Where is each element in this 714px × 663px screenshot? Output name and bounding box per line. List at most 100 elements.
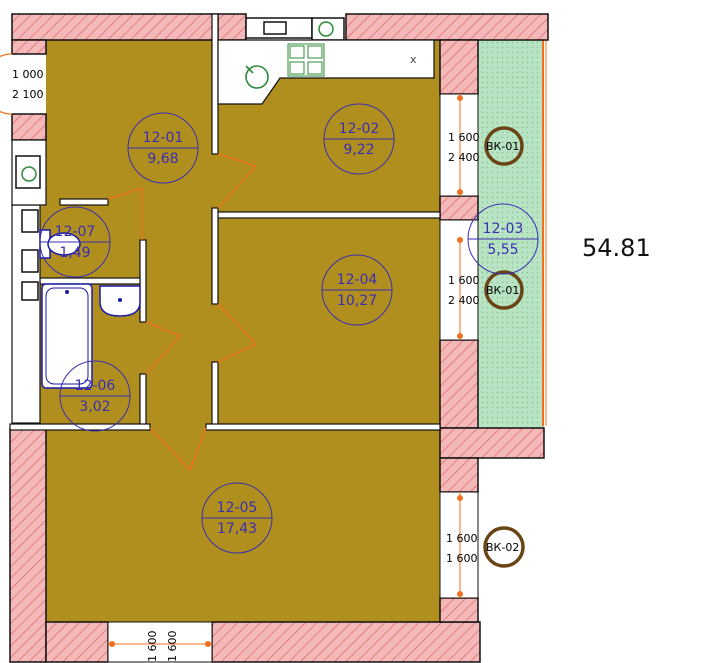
partition-wc-bath (39, 277, 141, 285)
win-top-width: 1 600 (448, 131, 480, 144)
room-code-12-02: 12-02 (339, 121, 380, 137)
partitions (9, 13, 441, 431)
door-swing-bath (145, 321, 182, 375)
room-code-12-05: 12-05 (217, 500, 258, 516)
sink-icon (245, 65, 269, 89)
kitchen-counter (217, 39, 435, 105)
walls (9, 13, 549, 663)
top-shaft-c (311, 17, 345, 41)
room-code-12-03: 12-03 (483, 221, 524, 237)
left-shafts (15, 155, 41, 301)
floor-corridor (146, 215, 218, 428)
partition-main-right (205, 423, 441, 431)
door-left-height: 2 100 (12, 88, 44, 101)
win-bottom-height: 1 600 (166, 631, 179, 663)
vent-tag-bottom-ring (483, 526, 525, 568)
window-dim-lines (108, 94, 461, 645)
room-area-12-06: 3,02 (79, 399, 110, 415)
room-code-12-04: 12-04 (337, 272, 378, 288)
win-bottom-width: 1 600 (146, 631, 159, 663)
total-area: 54.81 (582, 234, 651, 262)
shaft-3 (21, 249, 39, 273)
top-pipe-icon (318, 21, 334, 37)
floor-room-12-01 (46, 40, 218, 215)
vent-tag-mid: ВК-01 (486, 284, 519, 297)
vent-tag-top-ring (484, 126, 524, 166)
room-label-12-02: 12-02 9,22 (323, 103, 395, 175)
room-label-12-04: 12-04 10,27 (321, 254, 393, 326)
door-left-width: 1 000 (12, 68, 44, 81)
wall-left-upper (11, 39, 47, 55)
floor-room-12-04 (218, 215, 440, 428)
win-right-height: 1 600 (446, 552, 478, 565)
wall-bottom-right (211, 621, 481, 663)
room-label-12-03: 12-03 5,55 (467, 203, 539, 275)
wall-bottom-left (45, 621, 109, 663)
partition-r2-r4 (217, 211, 441, 219)
room-area-12-04: 10,27 (337, 293, 377, 309)
balcony-12-03 (478, 40, 544, 428)
win-mid-width: 1 600 (448, 274, 480, 287)
wall-right-pier-mid (439, 195, 479, 221)
wall-right-lower (439, 457, 479, 493)
wall-right-bottom (439, 597, 479, 623)
room-area-12-02: 9,22 (343, 142, 374, 158)
room-area-12-07: 1,49 (59, 245, 90, 261)
top-shaft-b (263, 21, 287, 35)
vent-tag-bottom: ВК-02 (486, 541, 519, 554)
door-swing-wc (107, 187, 143, 240)
floor-room-12-05 (46, 428, 440, 622)
wall-right-pier-low (439, 339, 479, 429)
room-code-12-06: 12-06 (75, 378, 116, 394)
vent-tag-top: ВК-01 (486, 140, 519, 153)
toilet-icon (39, 229, 81, 259)
window-bottom (107, 621, 213, 663)
door-swings (107, 153, 258, 472)
room-label-12-07: 12-07 1,49 (39, 206, 111, 278)
bathtub-inner (45, 287, 89, 385)
room-label-12-06: 12-06 3,02 (59, 360, 131, 432)
wall-right-corner (439, 427, 545, 459)
entrance-door-arc (0, 53, 13, 115)
partition-main (9, 423, 151, 431)
window-top (439, 93, 479, 197)
wall-left-lower (9, 427, 47, 663)
door-swing-r4 (217, 303, 258, 363)
wall-top-right (345, 13, 549, 41)
bathtub-drain-icon (65, 290, 69, 294)
partition-bath (139, 239, 147, 323)
room-area-12-01: 9,68 (147, 151, 178, 167)
partition-left-wc (11, 204, 41, 424)
room-code-12-07: 12-07 (55, 224, 96, 240)
wall-top-left (11, 13, 219, 41)
partition-corridor-low (211, 361, 219, 429)
window-dim-dots (109, 95, 463, 647)
stove-icon (287, 43, 325, 77)
window-right (439, 491, 479, 599)
room-label-12-05: 12-05 17,43 (201, 482, 273, 554)
counter-mark: x (410, 53, 417, 66)
shaft-4 (21, 281, 39, 301)
wall-top-mid (217, 13, 247, 41)
wall-left-pier (11, 113, 47, 141)
top-shafts (245, 17, 345, 41)
room-area-12-03: 5,55 (487, 242, 518, 258)
win-right-width: 1 600 (446, 532, 478, 545)
win-top-height: 2 400 (448, 151, 480, 164)
door-swing-r2 (217, 153, 258, 209)
room-code-12-01: 12-01 (143, 130, 184, 146)
win-mid-height: 2 400 (448, 294, 480, 307)
washbasin-drain (118, 298, 122, 302)
shaft-2 (21, 209, 39, 233)
door-swing-main (149, 427, 207, 472)
partition-wc-top (59, 198, 109, 206)
partition-corridor-top (211, 207, 219, 305)
wall-right-pier-top (439, 39, 479, 95)
windows (107, 93, 479, 663)
shaft-pipe-icon (21, 166, 37, 182)
bathtub (41, 283, 93, 389)
partition-r1-r2 (211, 13, 219, 155)
room-area-12-05: 17,43 (217, 521, 257, 537)
room-label-12-01: 12-01 9,68 (127, 112, 199, 184)
